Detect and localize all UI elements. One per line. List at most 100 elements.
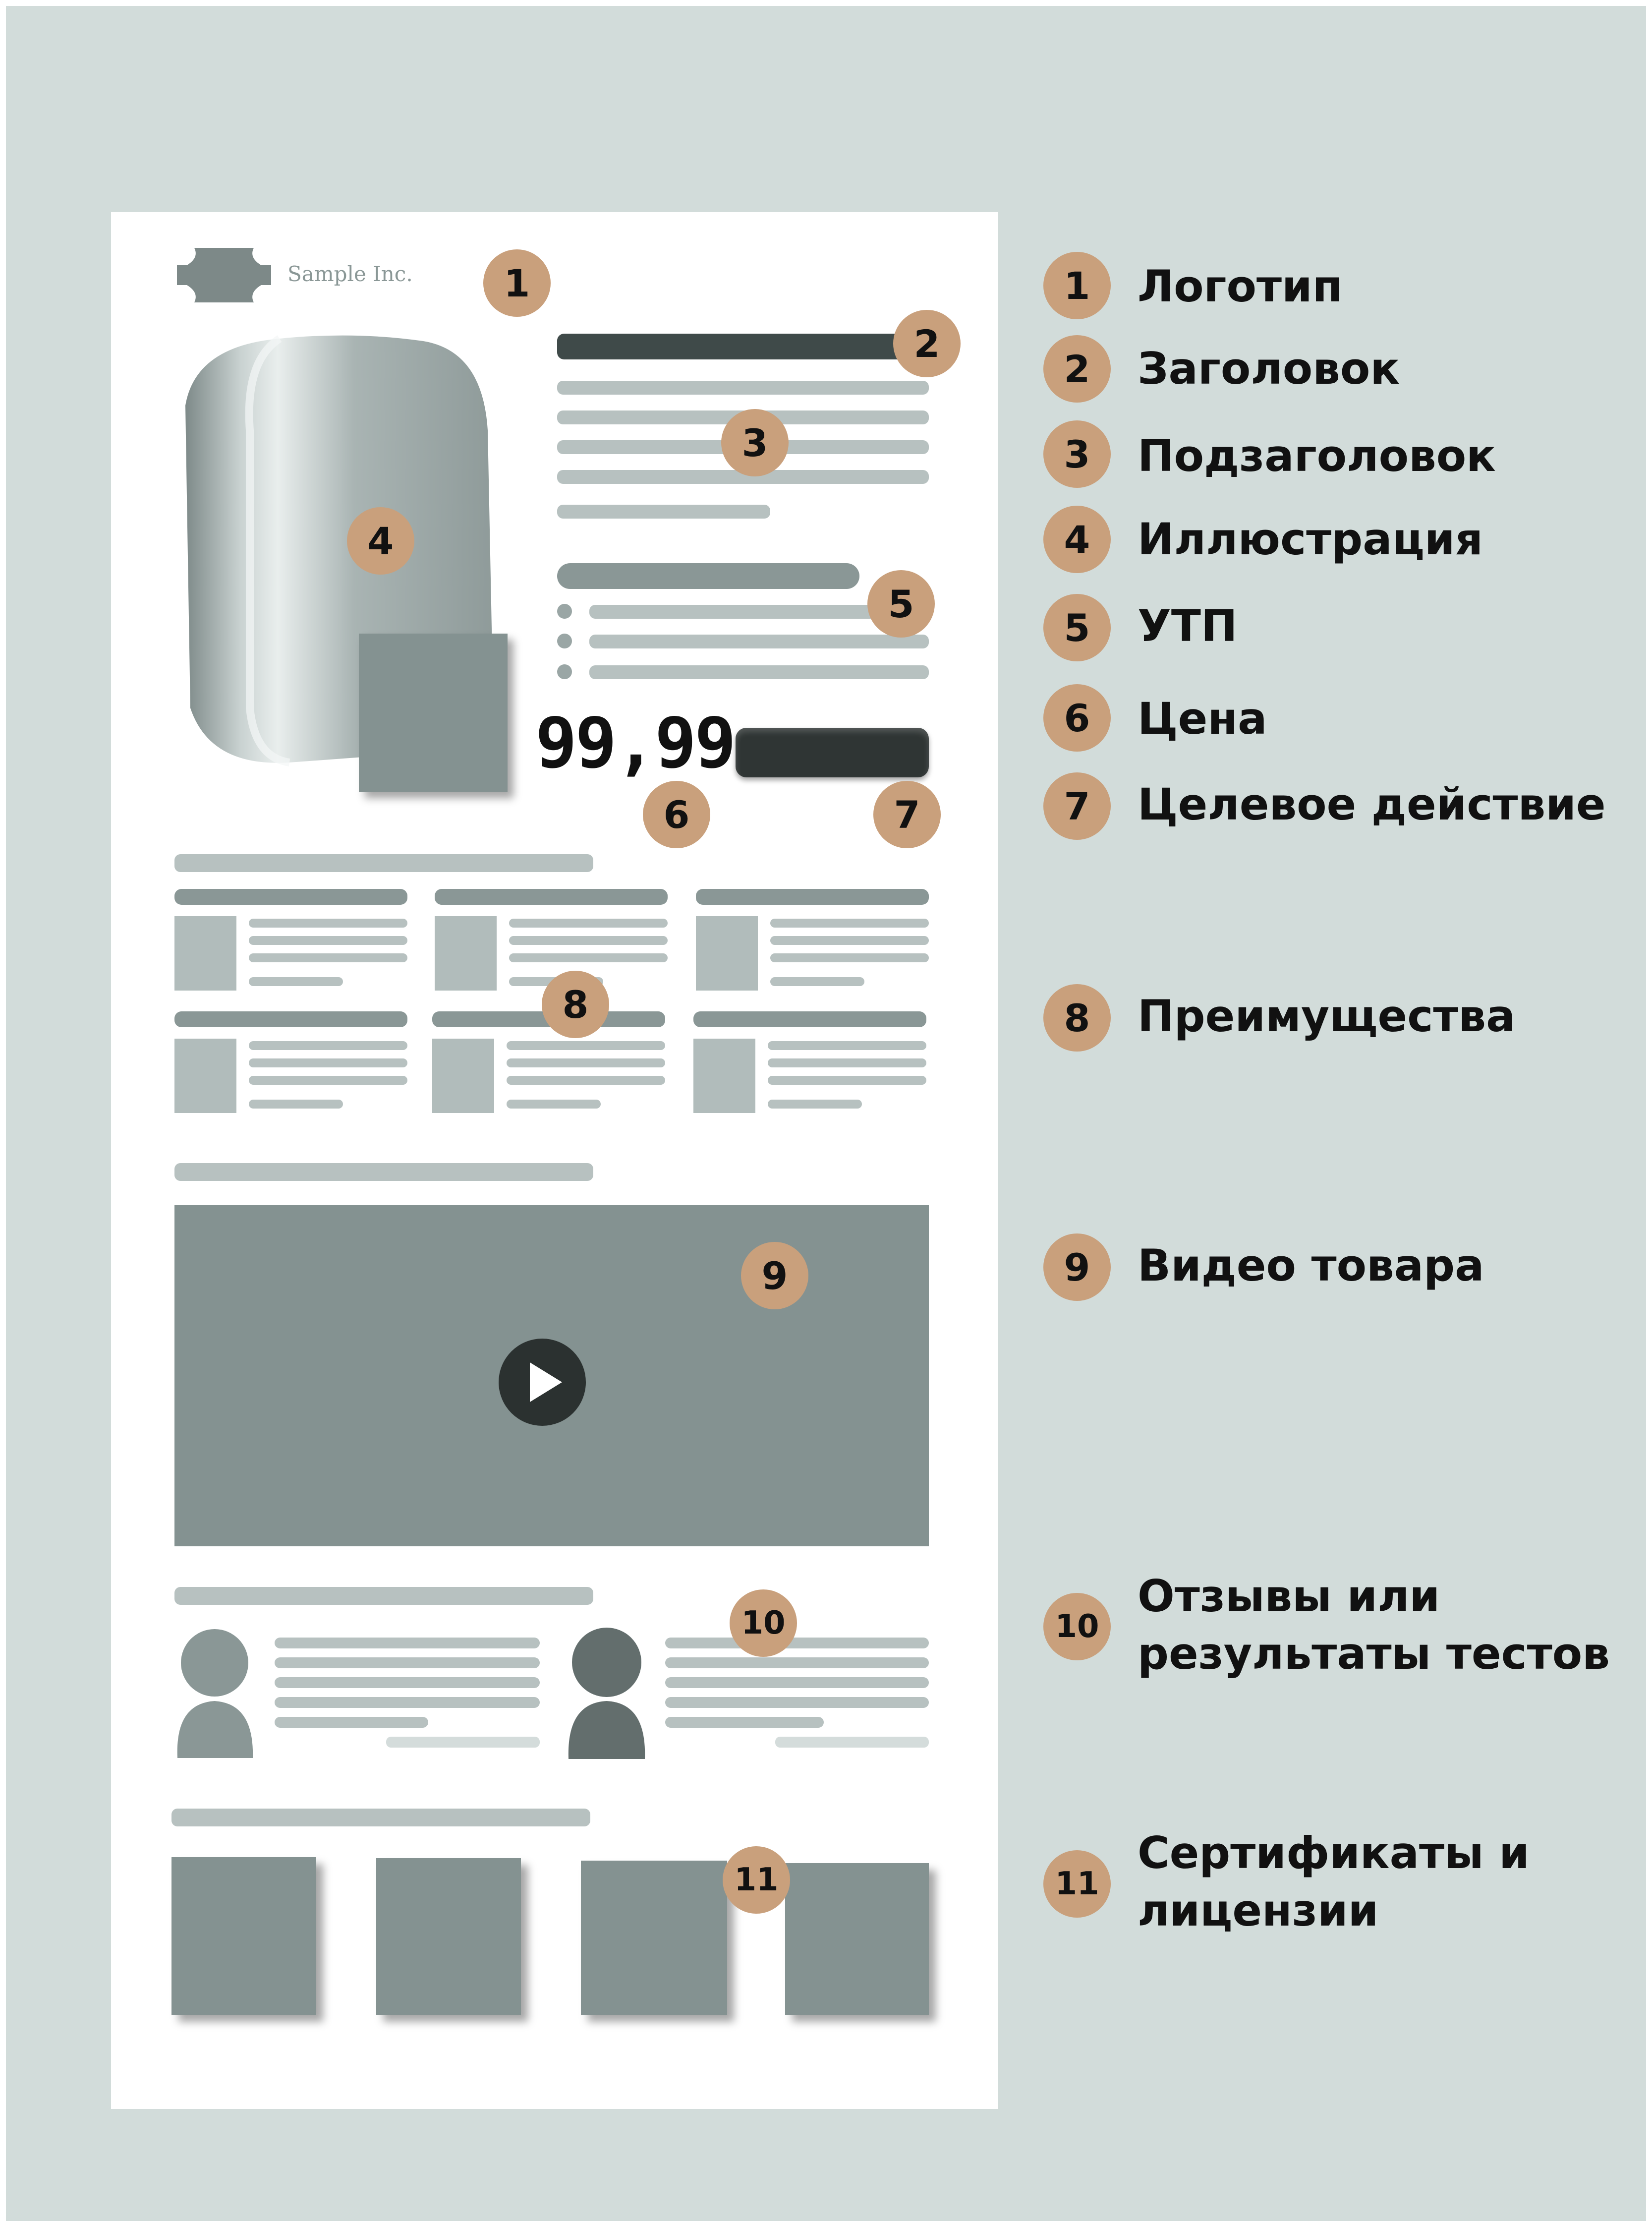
certificate-card [171, 1857, 316, 2015]
advantage-card-title [696, 889, 929, 905]
marker-badge: 9 [741, 1242, 808, 1309]
advantage-card-image [174, 1039, 236, 1113]
legend-label-reviews: Отзывы или результаты тестов [1138, 1571, 1610, 1679]
advantage-card-title [693, 1011, 926, 1027]
advantage-card-line [507, 1058, 665, 1067]
advantage-card-title [435, 889, 668, 905]
reviews-title-bar [174, 1587, 593, 1605]
logo-text: Sample Inc. [287, 262, 413, 286]
video-title-bar [174, 1163, 593, 1181]
landing-page-wireframe: Sample Inc. 99,99 [111, 212, 998, 2109]
play-icon[interactable] [498, 1338, 587, 1427]
subheadline-line [557, 505, 770, 519]
review-line [275, 1677, 540, 1688]
certificates-title-bar [171, 1809, 590, 1826]
usp-line [589, 665, 929, 679]
advantage-card-line [249, 977, 343, 986]
legend-badge: 9 [1043, 1233, 1111, 1301]
headline-bar [557, 334, 929, 359]
advantage-card-line [509, 953, 668, 962]
marker-badge: 8 [542, 971, 609, 1038]
review-line [665, 1697, 929, 1708]
legend-badge: 4 [1043, 506, 1111, 573]
legend-label-usp: УТП [1138, 600, 1238, 651]
advantage-card-image [693, 1039, 755, 1113]
legend-label-headline: Заголовок [1138, 343, 1400, 394]
marker-badge: 4 [347, 507, 414, 575]
certificate-card [376, 1858, 521, 2015]
price: 99,99 [535, 703, 736, 784]
advantages-title-bar [174, 854, 593, 872]
advantage-card-line [507, 1100, 601, 1109]
marker-badge: 10 [730, 1589, 797, 1657]
advantage-card-line [768, 1100, 862, 1109]
advantage-card-line [770, 953, 929, 962]
legend-label-cta: Целевое действие [1138, 779, 1606, 830]
advantage-card-line [770, 936, 929, 945]
advantage-card-image [435, 916, 497, 991]
advantage-card-image [696, 916, 758, 991]
certificate-card [785, 1863, 929, 2015]
marker-badge: 3 [721, 409, 789, 476]
advantage-card-line [509, 936, 668, 945]
legend-label-logo: Логотип [1138, 261, 1343, 312]
review-line [665, 1638, 929, 1648]
advantage-card-line [249, 1058, 407, 1067]
legend-label-certificates: Сертификаты и лицензии [1138, 1827, 1530, 1936]
review-line [275, 1697, 540, 1708]
marker-badge: 7 [873, 781, 941, 848]
advantage-card-line [249, 953, 407, 962]
usp-bullet [557, 664, 572, 679]
advantage-card-line [770, 977, 864, 986]
review-signature [775, 1737, 929, 1748]
legend-badge: 6 [1043, 684, 1111, 752]
advantage-card-title [174, 889, 407, 905]
legend-badge: 11 [1043, 1850, 1111, 1918]
review-signature [386, 1737, 540, 1748]
certificate-card [581, 1861, 727, 2015]
marker-badge: 5 [867, 570, 935, 638]
advantage-card-title [174, 1011, 407, 1027]
usp-title-bar [557, 563, 859, 589]
advantage-card-line [768, 1076, 926, 1085]
legend-label-illustration: Иллюстрация [1138, 514, 1483, 565]
legend-label-subheadline: Подзаголовок [1138, 430, 1496, 481]
advantage-card-line [249, 1100, 343, 1109]
advantage-card-image [174, 916, 236, 991]
advantage-card-line [249, 919, 407, 928]
product-thumbnail [359, 634, 508, 792]
review-line [275, 1717, 428, 1728]
usp-line [589, 635, 929, 648]
advantage-card-line [249, 1041, 407, 1050]
cta-button[interactable] [736, 728, 929, 777]
advantage-card-line [509, 919, 668, 928]
review-line [665, 1717, 824, 1728]
marker-badge: 11 [723, 1846, 790, 1914]
legend-label-advantages: Преимущества [1138, 991, 1516, 1042]
review-line [665, 1677, 929, 1688]
logo-icon [177, 248, 271, 302]
advantage-card-line [770, 919, 929, 928]
legend-label-video: Видео товара [1138, 1240, 1484, 1291]
legend-badge: 1 [1043, 252, 1111, 319]
marker-badge: 6 [643, 781, 710, 848]
marker-badge: 2 [893, 310, 961, 377]
advantage-card-line [249, 1076, 407, 1085]
usp-bullet [557, 634, 572, 648]
marker-badge: 1 [483, 249, 551, 317]
legend-badge: 8 [1043, 984, 1111, 1052]
advantage-card-line [768, 1041, 926, 1050]
advantage-card-line [249, 936, 407, 945]
advantage-card-image [432, 1039, 494, 1113]
reviewer-avatar-icon [568, 1628, 645, 1759]
legend-badge: 5 [1043, 594, 1111, 661]
advantage-card-line [507, 1076, 665, 1085]
advantage-card-line [507, 1041, 665, 1050]
legend-badge: 2 [1043, 335, 1111, 403]
review-line [275, 1638, 540, 1648]
subheadline-line [557, 381, 929, 395]
legend-badge: 3 [1043, 420, 1111, 488]
legend-badge: 10 [1043, 1593, 1111, 1660]
legend-label-price: Цена [1138, 693, 1267, 744]
advantage-card-line [768, 1058, 926, 1067]
